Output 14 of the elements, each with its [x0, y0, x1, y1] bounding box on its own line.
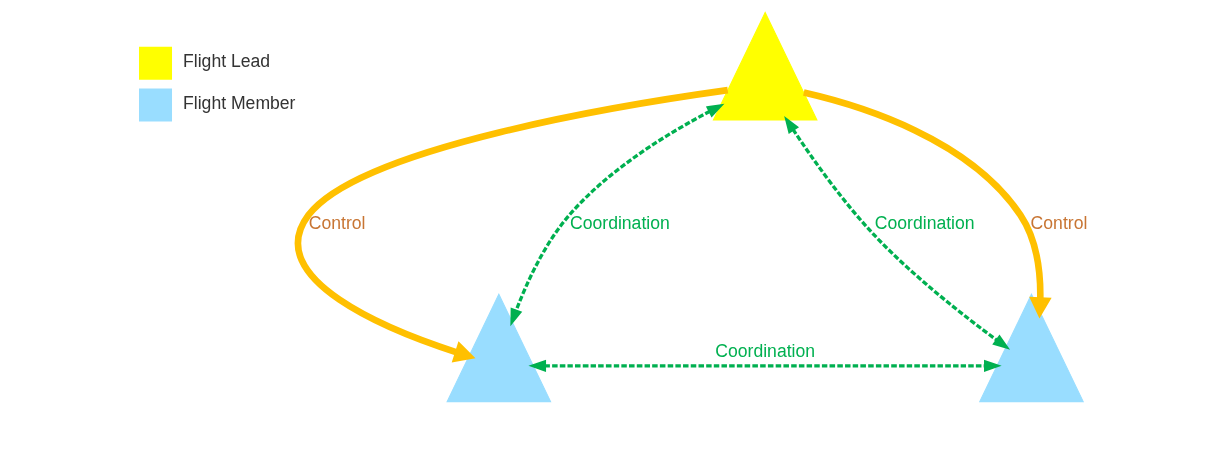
arrow [783, 115, 1010, 350]
arrow [802, 89, 1052, 319]
edge-label: Control [308, 213, 365, 234]
edge-label: Coordination [874, 213, 975, 234]
legend-label: Flight Lead [182, 51, 270, 72]
edge-label: Coordination [714, 340, 815, 361]
edge-label: Coordination [569, 213, 670, 234]
arrow [294, 86, 728, 363]
legend-label: Flight Member [182, 93, 295, 114]
node-triangle [445, 293, 551, 403]
arrow [527, 359, 1002, 373]
node-triangle [712, 11, 818, 121]
arrow [509, 103, 724, 327]
edge-label: Control [1030, 213, 1087, 234]
